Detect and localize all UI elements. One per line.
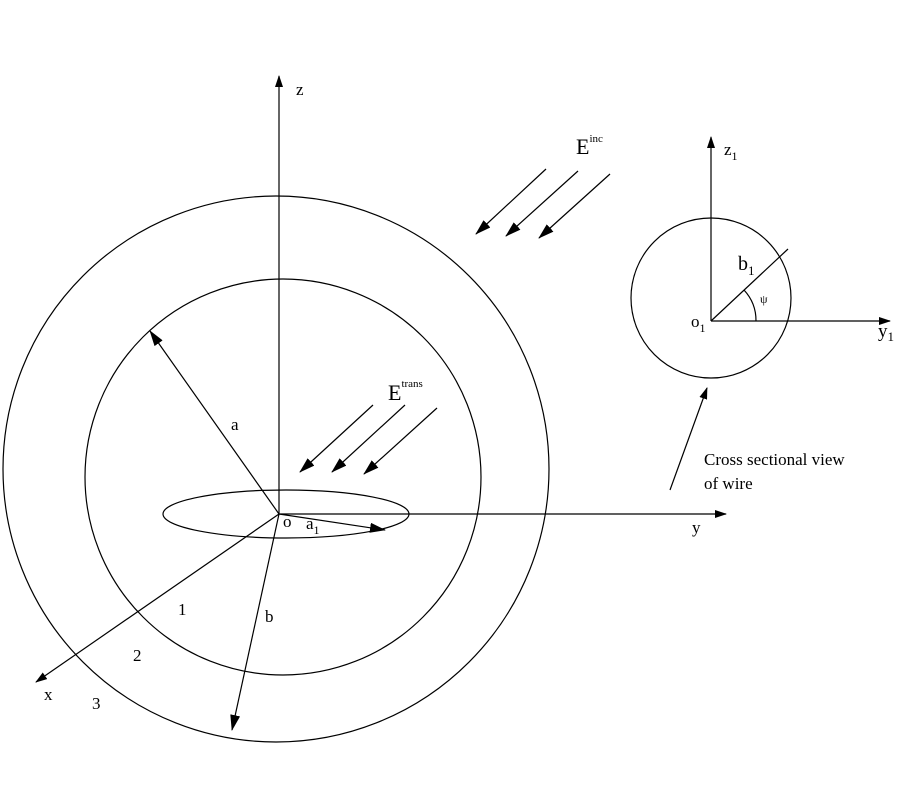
- cs-radius-line: [710, 248, 789, 322]
- e-trans-arrows: [299, 404, 438, 475]
- inner-sphere-circle: [84, 278, 482, 676]
- radius-a-label: a: [231, 415, 239, 434]
- e-inc-sup: inc: [589, 133, 603, 145]
- origin-label: o: [283, 512, 292, 531]
- e-inc-arrow: [475, 168, 547, 235]
- e-trans-arrow: [299, 404, 374, 473]
- region-1-label: 1: [178, 600, 187, 619]
- cs-z-axis-base: z: [724, 140, 732, 159]
- cs-z-axis-sub: 1: [732, 149, 738, 163]
- y-axis-label: y: [692, 518, 701, 537]
- cs-angle-arc: [743, 289, 757, 322]
- cs-pointer-arrow: [669, 387, 708, 491]
- wire-radius-label: a1: [306, 514, 320, 537]
- sphere-diagram: [2, 75, 727, 743]
- cs-caption-line2: of wire: [704, 474, 753, 493]
- e-inc-label: Einc: [576, 133, 603, 159]
- e-inc-arrows: [475, 168, 611, 239]
- radius-a-line: [149, 330, 280, 515]
- e-inc-arrow: [505, 170, 579, 237]
- cross-section-diagram: [630, 136, 891, 491]
- cross-section-labels: z1 y1 o1 b1 ψ Cross sectional view of wi…: [691, 140, 894, 493]
- wire-radius-base: a: [306, 514, 314, 533]
- z-axis-label: z: [296, 80, 304, 99]
- e-trans-arrow: [331, 404, 406, 473]
- cs-caption-line1: Cross sectional view: [704, 450, 845, 469]
- sphere-labels: z y x o a b a1 1 2 3 Etrans Einc: [44, 80, 701, 713]
- radius-b-label: b: [265, 607, 274, 626]
- outer-sphere-circle: [2, 195, 550, 743]
- cs-origin-sub: 1: [700, 321, 706, 335]
- cs-y-axis-label: y1: [878, 321, 894, 344]
- e-trans-base: E: [388, 380, 401, 405]
- e-inc-arrow: [538, 173, 611, 239]
- cs-origin-base: o: [691, 312, 700, 331]
- cs-z-axis-label: z1: [724, 140, 738, 163]
- cs-radius-base: b: [738, 253, 748, 275]
- cs-y-axis-base: y: [878, 321, 888, 342]
- wire-radius-sub: 1: [314, 523, 320, 537]
- region-3-label: 3: [92, 694, 101, 713]
- e-inc-base: E: [576, 134, 589, 159]
- radius-b-line: [230, 513, 280, 731]
- x-axis-line: [35, 513, 280, 683]
- cs-radius-sub: 1: [748, 263, 755, 278]
- cs-angle-label: ψ: [760, 292, 768, 306]
- x-axis-label: x: [44, 685, 53, 704]
- cs-origin-label: o1: [691, 312, 706, 335]
- e-trans-arrow: [363, 407, 438, 475]
- cs-y-axis-sub: 1: [888, 329, 895, 344]
- cs-radius-label: b1: [738, 253, 755, 278]
- wire-radius-a1-line: [278, 513, 386, 533]
- region-2-label: 2: [133, 646, 142, 665]
- e-trans-sup: trans: [401, 378, 422, 390]
- e-trans-label: Etrans: [388, 378, 423, 405]
